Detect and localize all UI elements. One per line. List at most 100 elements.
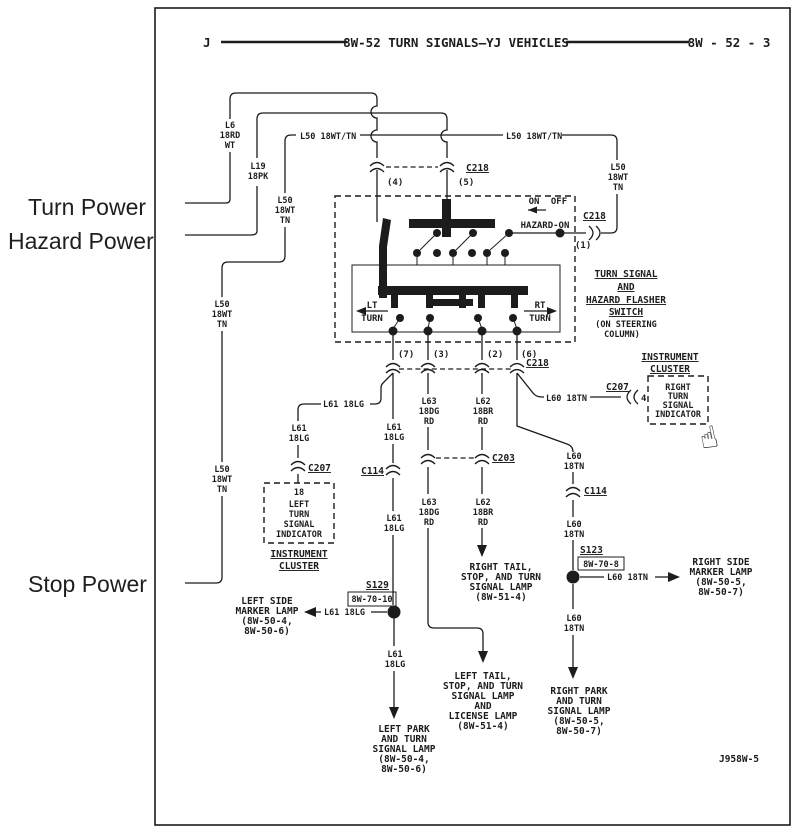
svg-text:L63: L63 xyxy=(421,498,436,508)
switch-off-label: OFF xyxy=(551,197,567,207)
svg-text:TURN SIGNAL: TURN SIGNAL xyxy=(595,269,658,280)
svg-text:18WT: 18WT xyxy=(212,475,232,485)
svg-text:LICENSE LAMP: LICENSE LAMP xyxy=(449,711,518,722)
wire-label-l60-inline: L60 18TN xyxy=(546,394,587,404)
svg-text:L61: L61 xyxy=(387,650,402,660)
connector-chevron-icon xyxy=(420,453,436,465)
svg-text:(8W-51-4): (8W-51-4) xyxy=(475,592,526,603)
svg-text:(8W-50-4,: (8W-50-4, xyxy=(378,754,429,765)
wire-label-l50-inline-left: L50 18WT/TN xyxy=(300,132,356,142)
svg-text:18: 18 xyxy=(294,488,304,498)
svg-text:TN: TN xyxy=(217,320,227,330)
connector-label-c207-right: C207 xyxy=(606,382,629,393)
right-indicator-branch: L60 18TN C207 4 RIGHT TURN SIGNAL INDICA… xyxy=(516,352,709,425)
pin-7-label: (7) xyxy=(398,350,414,360)
connector-chevron-icon xyxy=(626,389,639,405)
svg-text:18LG: 18LG xyxy=(384,524,404,534)
svg-text:18WT: 18WT xyxy=(212,310,232,320)
svg-text:8W-50-6): 8W-50-6) xyxy=(381,764,427,775)
svg-text:TN: TN xyxy=(613,183,623,193)
svg-text:MARKER LAMP: MARKER LAMP xyxy=(690,567,753,578)
svg-text:INSTRUMENT: INSTRUMENT xyxy=(270,549,327,560)
down-arrow-icon xyxy=(478,651,488,663)
svg-text:18LG: 18LG xyxy=(289,434,309,444)
wire-label-l61-marker: L61 18LG xyxy=(324,608,365,618)
svg-text:L50: L50 xyxy=(214,465,229,475)
svg-text:CLUSTER: CLUSTER xyxy=(650,364,690,375)
turn-hazard-switch: ON OFF HAZARD-ON LT TURN RT TURN xyxy=(334,195,586,343)
svg-text:L50: L50 xyxy=(277,196,292,206)
svg-text:AND: AND xyxy=(474,701,491,712)
left-indicator-box xyxy=(263,482,335,544)
splice-dot-s129 xyxy=(387,605,401,619)
pin-1-label: (1) xyxy=(575,241,591,251)
svg-text:8W-50-7): 8W-50-7) xyxy=(556,726,602,737)
annotation-turn-power: Turn Power xyxy=(28,194,146,220)
rt-arrow-icon xyxy=(547,307,557,315)
svg-text:18LG: 18LG xyxy=(384,433,404,443)
svg-text:TURN: TURN xyxy=(289,510,309,520)
svg-text:RD: RD xyxy=(424,417,434,427)
switch-inner-frame xyxy=(351,264,561,333)
svg-text:RIGHT PARK: RIGHT PARK xyxy=(550,686,607,697)
connector-label-c114-left: C114 xyxy=(361,466,384,477)
svg-text:L60: L60 xyxy=(566,452,581,462)
svg-text:RIGHT: RIGHT xyxy=(665,383,691,393)
s129-ref-box xyxy=(347,591,397,607)
connector-label-c218-bottom: C218 xyxy=(526,358,549,369)
wire-l60-run: L60 18TN C114 L60 18TN S123 8W-70-8 L60 … xyxy=(516,373,680,679)
svg-text:INDICATOR: INDICATOR xyxy=(655,410,702,420)
svg-text:TURN: TURN xyxy=(529,314,551,324)
svg-text:L61: L61 xyxy=(386,514,401,524)
splice-label-s129: S129 xyxy=(366,580,389,591)
svg-text:8W-70-10: 8W-70-10 xyxy=(352,595,393,605)
svg-text:CLUSTER: CLUSTER xyxy=(279,561,319,572)
svg-text:TURN: TURN xyxy=(361,314,383,324)
connector-chevron-icon xyxy=(474,453,490,465)
svg-text:8W-70-8: 8W-70-8 xyxy=(583,560,619,570)
connector-chevron-icon xyxy=(369,161,385,173)
s123-ref-box xyxy=(577,556,625,571)
svg-text:18TN: 18TN xyxy=(564,530,584,540)
svg-text:LEFT TAIL,: LEFT TAIL, xyxy=(454,671,511,682)
connector-label-c114-right: C114 xyxy=(584,486,607,497)
section-letter: J xyxy=(203,35,211,50)
splice-label-s123: S123 xyxy=(580,545,603,556)
svg-text:L60: L60 xyxy=(566,520,581,530)
pin-5-label: (5) xyxy=(458,178,474,188)
svg-text:SIGNAL LAMP: SIGNAL LAMP xyxy=(373,744,436,755)
svg-text:18TN: 18TN xyxy=(564,462,584,472)
switch-dashed-outline xyxy=(334,195,576,343)
wire-l63-run: L63 18DG RD L63 18DG RD xyxy=(419,373,488,663)
svg-text:TN: TN xyxy=(217,485,227,495)
connector-label-c207-left: C207 xyxy=(308,463,331,474)
svg-text:RIGHT SIDE: RIGHT SIDE xyxy=(692,557,749,568)
hazard-on-label: HAZARD-ON xyxy=(521,221,570,231)
svg-text:18WT: 18WT xyxy=(608,173,628,183)
svg-text:AND: AND xyxy=(617,282,634,293)
connector-chevron-icon xyxy=(420,362,436,374)
splice-dot-s123 xyxy=(566,570,580,584)
svg-text:L50: L50 xyxy=(610,163,625,173)
svg-text:RIGHT TAIL,: RIGHT TAIL, xyxy=(470,562,533,573)
svg-text:TN: TN xyxy=(280,216,290,226)
connector-c218-bottom: (7) (3) (2) (6) C218 xyxy=(385,335,549,374)
connector-label-c203: C203 xyxy=(492,453,515,464)
connector-chevron-icon xyxy=(509,362,525,374)
svg-text:(8W-51-4): (8W-51-4) xyxy=(457,721,508,732)
wire-label-l50-inline-right: L50 18WT/TN xyxy=(506,132,562,142)
svg-text:AND TURN: AND TURN xyxy=(556,696,602,707)
left-arrow-icon xyxy=(528,206,537,214)
lt-label: LT xyxy=(367,301,378,311)
svg-text:SIGNAL: SIGNAL xyxy=(284,520,315,530)
svg-text:(8W-50-4,: (8W-50-4, xyxy=(241,616,292,627)
svg-text:L62: L62 xyxy=(475,498,490,508)
left-indicator-branch: L61 18LG L61 18LG C207 18 LEFT TURN SIGN… xyxy=(263,372,394,572)
pin-6-label: (6) xyxy=(521,350,537,360)
svg-text:L63: L63 xyxy=(421,397,436,407)
wire-l61-run: L61 18LG C114 L61 18LG S129 8W-70-10 L61… xyxy=(304,373,405,719)
wire-label-l60-marker: L60 18TN xyxy=(607,573,648,583)
svg-text:(8W-50-5,: (8W-50-5, xyxy=(695,577,746,588)
svg-text:SIGNAL LAMP: SIGNAL LAMP xyxy=(548,706,611,717)
